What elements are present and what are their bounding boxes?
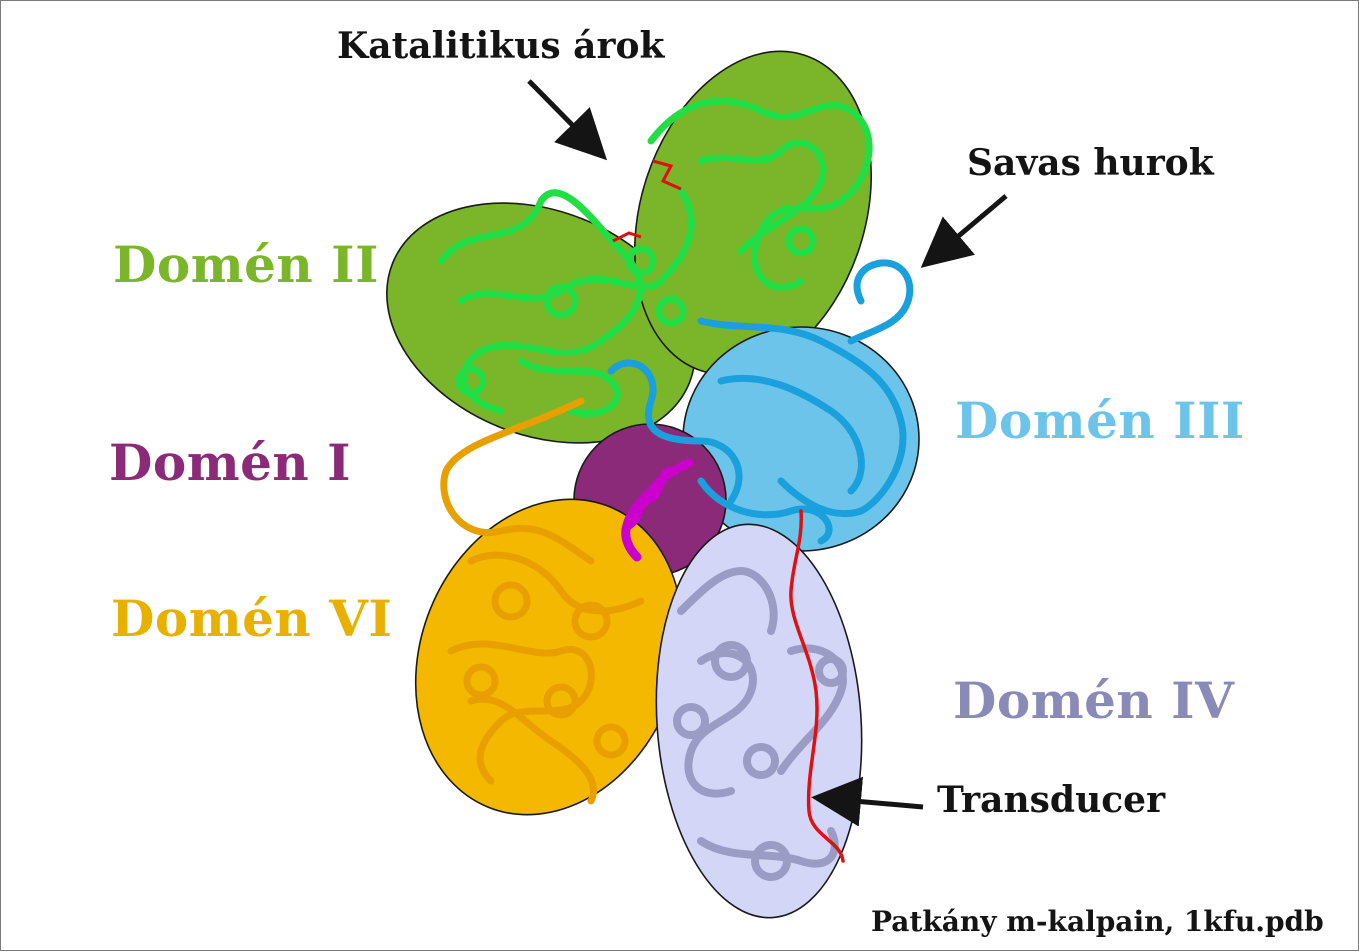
catalytic-site-residues <box>612 159 682 243</box>
domain-iii-label: Domén III <box>955 391 1245 450</box>
catalytic-cleft-arrow <box>527 79 608 161</box>
transducer-label: Transducer <box>937 779 1166 821</box>
acidic-loop-label: Savas hurok <box>967 142 1214 184</box>
domain-iii-ribbon <box>607 259 914 545</box>
domain-ii-label: Domén II <box>113 235 379 294</box>
domain-vi-ribbon <box>440 397 645 805</box>
domain-vi-label: Domén VI <box>111 589 393 648</box>
source-credit: Patkány m-kalpain, 1kfu.pdb <box>871 905 1324 938</box>
domain-i-label: Domén I <box>109 433 352 492</box>
catalytic-cleft-label: Katalitikus árok <box>337 25 665 67</box>
domain-ii-upper-lobe <box>633 50 873 376</box>
transducer-arrow <box>811 776 924 827</box>
domain-ii-ribbon <box>437 97 873 418</box>
domain-iv-label: Domén IV <box>953 671 1235 730</box>
acidic-loop-arrow <box>920 194 1008 268</box>
acidic-loop-path <box>847 259 914 345</box>
domain-i-helix <box>621 458 694 562</box>
domain-iv-ribbon <box>673 567 847 881</box>
